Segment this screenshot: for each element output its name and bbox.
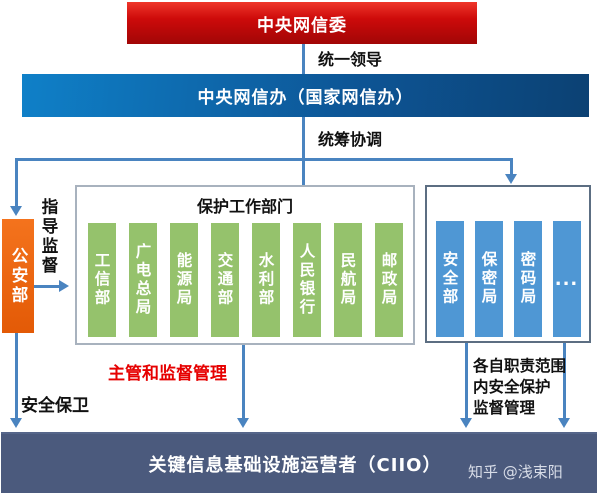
arrow-down-icon (558, 418, 570, 428)
arrow-down-icon (237, 418, 249, 428)
protection-departments-box: 保护工作部门 工信部 广电总局 能源局 交通部 水利部 人民银行 民航局 邮政局 (75, 185, 415, 345)
right-scope-line (465, 343, 468, 419)
connector-line (302, 44, 305, 74)
cyberspace-administration-box: 中央网信办（国家网信办） (22, 74, 589, 117)
arrow-down-icon (460, 418, 472, 428)
security-guard-line (15, 333, 18, 419)
dept-box: 水利部 (251, 223, 280, 337)
dept-box: 民航局 (333, 223, 362, 337)
public-security-box: 公安部 (2, 219, 34, 333)
dept-box: 能源局 (169, 223, 198, 337)
left-branch-line (15, 158, 18, 207)
protection-departments-row: 工信部 广电总局 能源局 交通部 水利部 人民银行 民航局 邮政局 (77, 223, 413, 337)
supervision-label: 主管和监督管理 (108, 364, 227, 384)
right-scope-line (563, 343, 566, 419)
dept-box: 保密局 (474, 221, 503, 337)
ciio-operators-box: 关键信息基础设施运营者（CIIO） (1, 432, 597, 493)
security-guard-label: 安全保卫 (21, 396, 89, 416)
unified-leadership-label: 统一领导 (318, 50, 383, 69)
right-branch-line (510, 158, 513, 175)
dept-box: 工信部 (87, 223, 116, 337)
right-scope-line1: 各自职责范围 (473, 357, 567, 375)
watermark: 知乎 @浅束阳 (468, 463, 563, 481)
arrow-down-icon (10, 206, 22, 216)
dept-box: 交通部 (210, 223, 239, 337)
middle-branch-line (302, 158, 305, 186)
arrow-down-icon (505, 174, 517, 184)
right-scope-label: 各自职责范围 内安全保护 监督管理 (473, 356, 577, 419)
protection-box-title: 保护工作部门 (196, 197, 293, 216)
dept-box: 邮政局 (374, 223, 403, 337)
connector-line (302, 117, 305, 185)
right-departments-box: 安全部 保密局 密码局 ... (425, 185, 591, 343)
right-scope-line2: 内安全保护 (473, 378, 551, 396)
arrow-down-icon (10, 418, 22, 428)
supervision-line (242, 345, 245, 419)
dept-box: 密码局 (513, 221, 542, 337)
central-commission-box: 中央网信委 (127, 2, 477, 44)
coordination-label: 统筹协调 (318, 130, 383, 149)
police-to-departments-line (34, 285, 60, 288)
arrow-right-icon (59, 280, 69, 292)
right-scope-line3: 监督管理 (473, 399, 536, 417)
dept-box: 安全部 (435, 221, 464, 337)
guidance-supervision-label: 指导监督 (39, 198, 58, 276)
dept-box: 广电总局 (128, 223, 157, 337)
branch-line (15, 158, 513, 161)
dept-box-ellipsis: ... (552, 221, 581, 337)
dept-box: 人民银行 (292, 223, 321, 337)
right-departments-row: 安全部 保密局 密码局 ... (427, 221, 589, 337)
